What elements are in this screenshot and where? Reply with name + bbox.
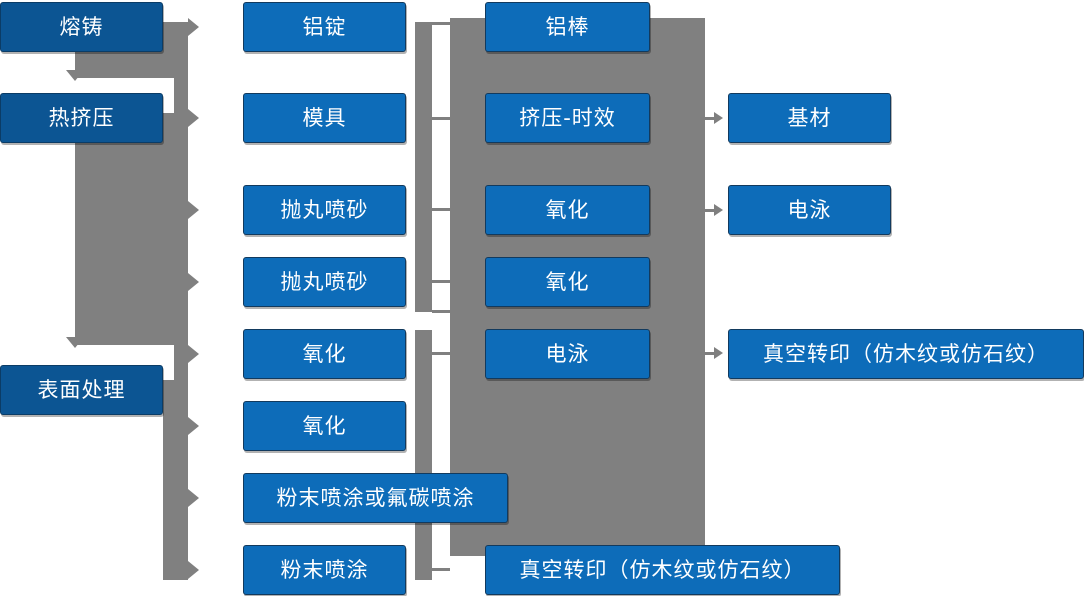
output-box-vacuum-transfer-printing[interactable]: 真空转印（仿木纹或仿石纹） [728, 329, 1084, 379]
box-label: 铝锭 [302, 14, 347, 39]
process-box-mold[interactable]: 模具 [243, 93, 406, 143]
treatment-box-aluminum-bar[interactable]: 铝棒 [485, 2, 650, 52]
box-label: 氧化 [545, 197, 590, 222]
stage-band-down-arrow-2 [66, 337, 84, 348]
process-box-powder-coating[interactable]: 粉末喷涂 [243, 545, 406, 595]
stage-box-hot-extrusion[interactable]: 热挤压 [0, 93, 163, 143]
treatment-box-extrusion-aging[interactable]: 挤压-时效 [485, 93, 650, 143]
output-arrow-head-2 [714, 204, 723, 216]
box-label: 铝棒 [545, 14, 590, 39]
treatment-box-oxidation-2[interactable]: 氧化 [485, 257, 650, 307]
box-label: 基材 [787, 105, 832, 130]
stage-band-mid [75, 113, 188, 345]
process-feed-trunk [174, 22, 188, 580]
tick-mark-1 [432, 22, 450, 25]
treatment-box-electrophoresis[interactable]: 电泳 [485, 329, 650, 379]
box-label: 氧化 [302, 413, 347, 438]
tick-mark-3 [432, 208, 450, 211]
branch-arrow-3 [188, 201, 199, 219]
box-label: 挤压-时效 [519, 105, 616, 130]
output-arrow-head-1 [714, 112, 723, 124]
tick-mark-7 [432, 568, 450, 571]
branch-arrow-6 [188, 417, 199, 435]
box-label: 氧化 [302, 341, 347, 366]
branch-arrow-8 [188, 561, 199, 579]
process-box-aluminum-ingot[interactable]: 铝锭 [243, 2, 406, 52]
box-label: 电泳 [787, 197, 832, 222]
treatment-box-vacuum-transfer-printing[interactable]: 真空转印（仿木纹或仿石纹） [485, 545, 840, 595]
box-label: 真空转印（仿木纹或仿石纹） [763, 341, 1049, 366]
output-arrow-line-2 [700, 209, 718, 212]
box-label: 粉末喷涂 [280, 557, 369, 582]
process-box-oxidation-1[interactable]: 氧化 [243, 329, 406, 379]
process-box-powder-or-fluorocarbon-coating[interactable]: 粉末喷涂或氟碳喷涂 [243, 473, 508, 523]
branch-arrow-4 [188, 273, 199, 291]
process-bar-lower [415, 330, 432, 580]
box-label: 粉末喷涂或氟碳喷涂 [276, 485, 475, 510]
tick-mark-2 [432, 117, 450, 120]
box-label: 抛丸喷砂 [280, 197, 369, 222]
box-label: 真空转印（仿木纹或仿石纹） [519, 557, 806, 582]
process-bar-upper [415, 22, 432, 312]
tick-mark-6 [432, 352, 450, 355]
process-box-shot-blasting-1[interactable]: 抛丸喷砂 [243, 185, 406, 235]
stage-box-melting[interactable]: 熔铸 [0, 2, 163, 52]
box-label: 氧化 [545, 269, 590, 294]
box-label: 熔铸 [59, 14, 104, 39]
output-arrow-head-3 [714, 347, 723, 359]
process-box-shot-blasting-2[interactable]: 抛丸喷砂 [243, 257, 406, 307]
stage-box-surface-treatment[interactable]: 表面处理 [0, 365, 163, 415]
box-label: 抛丸喷砂 [280, 269, 369, 294]
box-label: 表面处理 [37, 377, 126, 402]
branch-arrow-1 [188, 18, 199, 36]
tick-mark-5 [432, 310, 450, 313]
branch-arrow-5 [188, 345, 199, 363]
stage-band-down-arrow-1 [66, 70, 84, 81]
output-box-substrate[interactable]: 基材 [728, 93, 891, 143]
box-label: 模具 [302, 105, 347, 130]
output-arrow-line-1 [700, 117, 718, 120]
box-label: 电泳 [545, 341, 590, 366]
tick-mark-4 [432, 280, 450, 283]
branch-arrow-2 [188, 109, 199, 127]
box-label: 热挤压 [48, 105, 115, 130]
output-arrow-line-3 [700, 352, 718, 355]
treatment-box-oxidation-1[interactable]: 氧化 [485, 185, 650, 235]
branch-arrow-7 [188, 489, 199, 507]
output-box-electrophoresis[interactable]: 电泳 [728, 185, 891, 235]
process-box-oxidation-2[interactable]: 氧化 [243, 401, 406, 451]
